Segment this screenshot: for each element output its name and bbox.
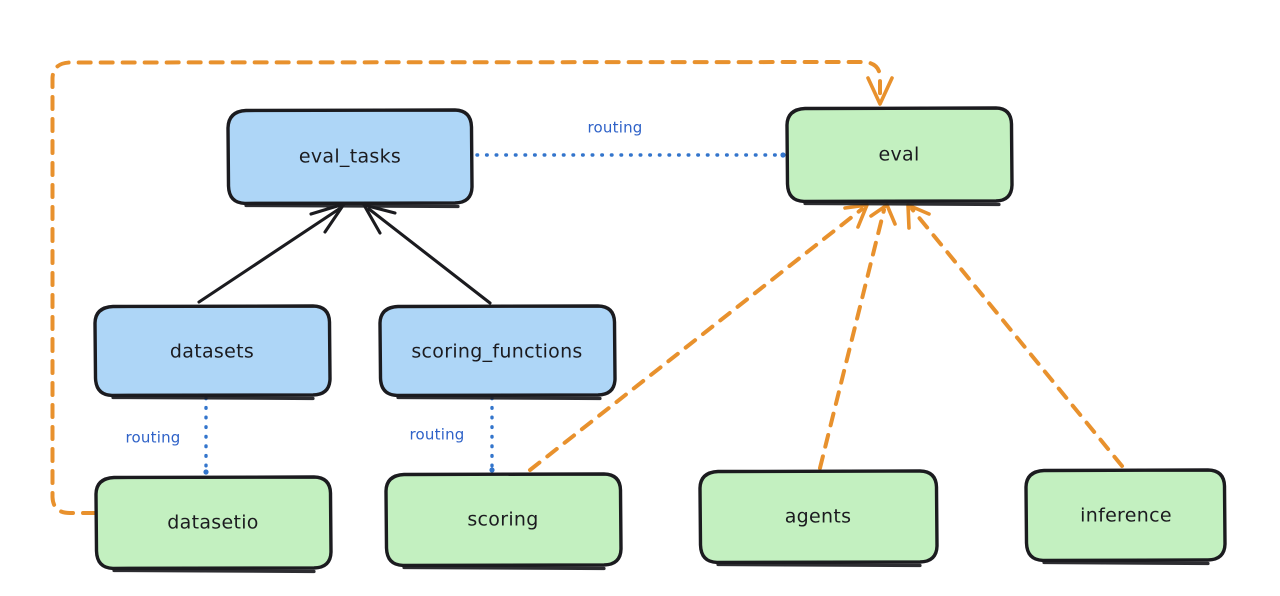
edge-datasets-eval-tasks <box>197 202 346 304</box>
node-label-inference: inference <box>1080 505 1172 527</box>
edge-scoring-functions-scoring <box>489 396 495 473</box>
edge-scoring-functions-eval-tasks <box>362 203 492 305</box>
node-agents[interactable]: agents <box>698 469 939 568</box>
node-eval[interactable]: eval <box>785 106 1014 207</box>
edge-inference-eval <box>906 203 1124 468</box>
node-label-scoring-functions: scoring_functions <box>411 341 582 363</box>
edge-datasets-datasetio <box>203 396 209 475</box>
node-label-datasetio: datasetio <box>167 512 258 534</box>
edge-agents-eval <box>818 203 897 470</box>
node-eval-tasks[interactable]: eval_tasks <box>226 108 474 209</box>
edge-label-routing-scoring-functions-scoring: routing <box>410 426 465 444</box>
node-datasetio[interactable]: datasetio <box>94 475 333 574</box>
edge-label-routing-eval-tasks-eval: routing <box>588 119 643 137</box>
edge-label-routing-datasets-datasetio: routing <box>126 429 181 447</box>
node-scoring[interactable]: scoring <box>384 472 623 571</box>
node-label-agents: agents <box>785 506 852 528</box>
node-datasets[interactable]: datasets <box>93 304 332 401</box>
node-inference[interactable]: inference <box>1024 468 1227 566</box>
node-label-eval: eval <box>878 144 919 166</box>
node-scoring-functions[interactable]: scoring_functions <box>378 304 617 401</box>
node-label-eval-tasks: eval_tasks <box>299 146 401 168</box>
edge-eval-tasks-eval <box>475 152 786 158</box>
node-label-datasets: datasets <box>170 341 254 363</box>
node-label-scoring: scoring <box>467 509 538 531</box>
edge-datasetio-eval <box>50 60 894 515</box>
